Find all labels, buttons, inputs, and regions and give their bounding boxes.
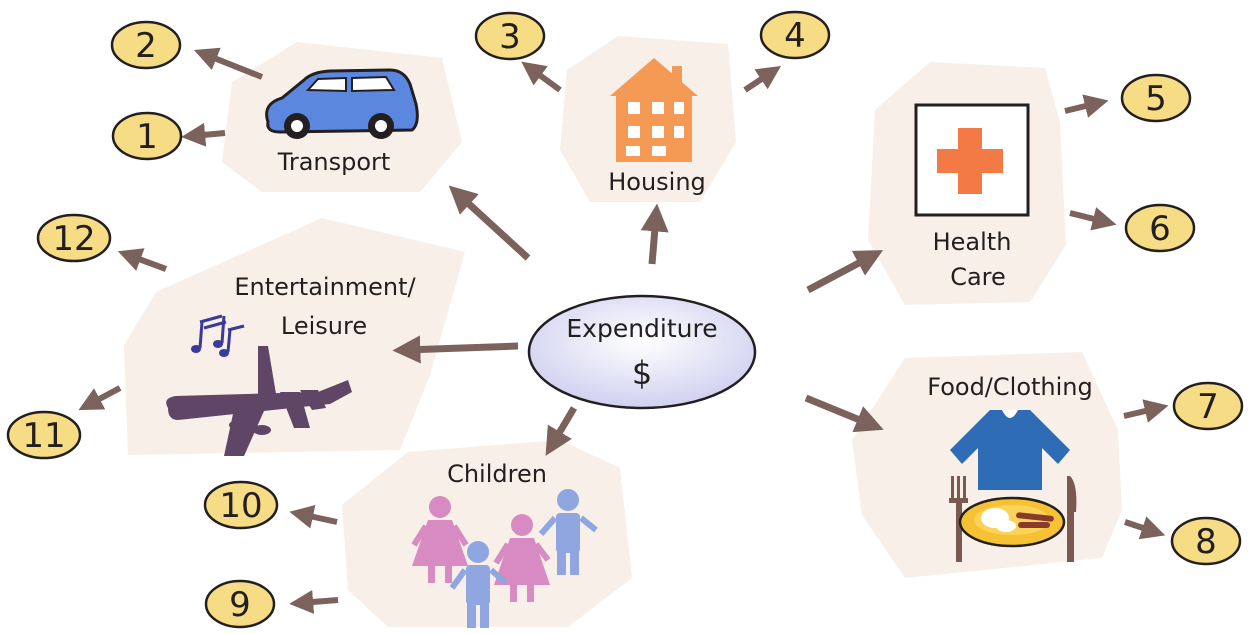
- entertainment-label-line2: Leisure: [281, 312, 367, 340]
- plate-icon: [958, 496, 1066, 548]
- transport-label: Transport: [277, 148, 391, 176]
- health-label-line1: Health: [933, 228, 1012, 256]
- arrow-to-health: [806, 250, 884, 294]
- knife-icon: [1067, 476, 1077, 562]
- dollar-symbol: $: [632, 354, 652, 392]
- children-panel: [342, 440, 632, 627]
- arrow-to-badge-4: [743, 66, 781, 93]
- badge-4: [759, 10, 831, 60]
- children-figures-icon: [411, 489, 598, 628]
- badge-12-text: 12: [52, 219, 95, 259]
- car-icon: [265, 68, 419, 139]
- badge-9-text: 9: [229, 585, 251, 625]
- food-clothing-label: Food/Clothing: [927, 373, 1092, 401]
- badge-1: [111, 111, 183, 161]
- arrow-to-badge-5: [1064, 94, 1109, 118]
- badge-11-text: 11: [22, 416, 65, 456]
- expenditure-label: Expenditure: [566, 314, 717, 343]
- badge-10: [203, 480, 279, 530]
- arrow-to-badge-8: [1124, 516, 1166, 540]
- arrow-to-badge-7: [1123, 399, 1169, 423]
- expenditure-node: Expenditure $: [527, 294, 757, 410]
- music-notes-icon: [191, 314, 245, 357]
- arrow-to-badge-11: [78, 385, 122, 411]
- badge-2-text: 2: [135, 26, 157, 66]
- badge-11: [6, 410, 82, 460]
- housing-label: Housing: [608, 168, 706, 196]
- entertainment-label-line1: Entertainment/: [234, 273, 416, 301]
- badge-7: [1172, 381, 1244, 431]
- arrow-to-housing: [640, 203, 669, 265]
- badge-8: [1170, 516, 1242, 566]
- medical-cross-icon: [914, 103, 1030, 217]
- arrow-to-badge-6: [1069, 207, 1117, 231]
- badge-10-text: 10: [219, 486, 262, 526]
- arrow-to-food: [804, 394, 884, 433]
- health-label-line2: Care: [950, 263, 1006, 291]
- arrow-to-badge-2: [193, 47, 264, 80]
- badge-12: [36, 213, 112, 263]
- arrow-to-badge-9: [289, 589, 339, 614]
- badge-1-text: 1: [136, 117, 158, 157]
- badge-6: [1124, 203, 1196, 253]
- badge-3: [474, 11, 546, 61]
- arrow-to-entertainment: [392, 335, 519, 364]
- arrow-to-transport: [448, 185, 531, 261]
- badge-4-text: 4: [784, 16, 806, 56]
- arrow-to-children: [545, 406, 578, 456]
- arrow-to-badge-12: [117, 248, 168, 272]
- badge-8-text: 8: [1195, 522, 1217, 562]
- fork-icon: [949, 476, 968, 562]
- badge-5: [1120, 73, 1192, 123]
- children-label: Children: [447, 460, 547, 488]
- shirt-icon: [950, 410, 1070, 490]
- airplane-icon: [166, 346, 352, 456]
- arrow-to-badge-10: [289, 505, 338, 529]
- badge-7-text: 7: [1197, 387, 1219, 427]
- badge-9: [204, 579, 276, 629]
- badge-3-text: 3: [499, 17, 521, 57]
- house-icon: [610, 58, 698, 162]
- arrow-to-badge-3: [521, 61, 562, 93]
- badge-6-text: 6: [1149, 209, 1171, 249]
- badge-5-text: 5: [1145, 79, 1167, 119]
- arrow-to-badge-1: [181, 122, 226, 147]
- badge-2: [110, 20, 182, 70]
